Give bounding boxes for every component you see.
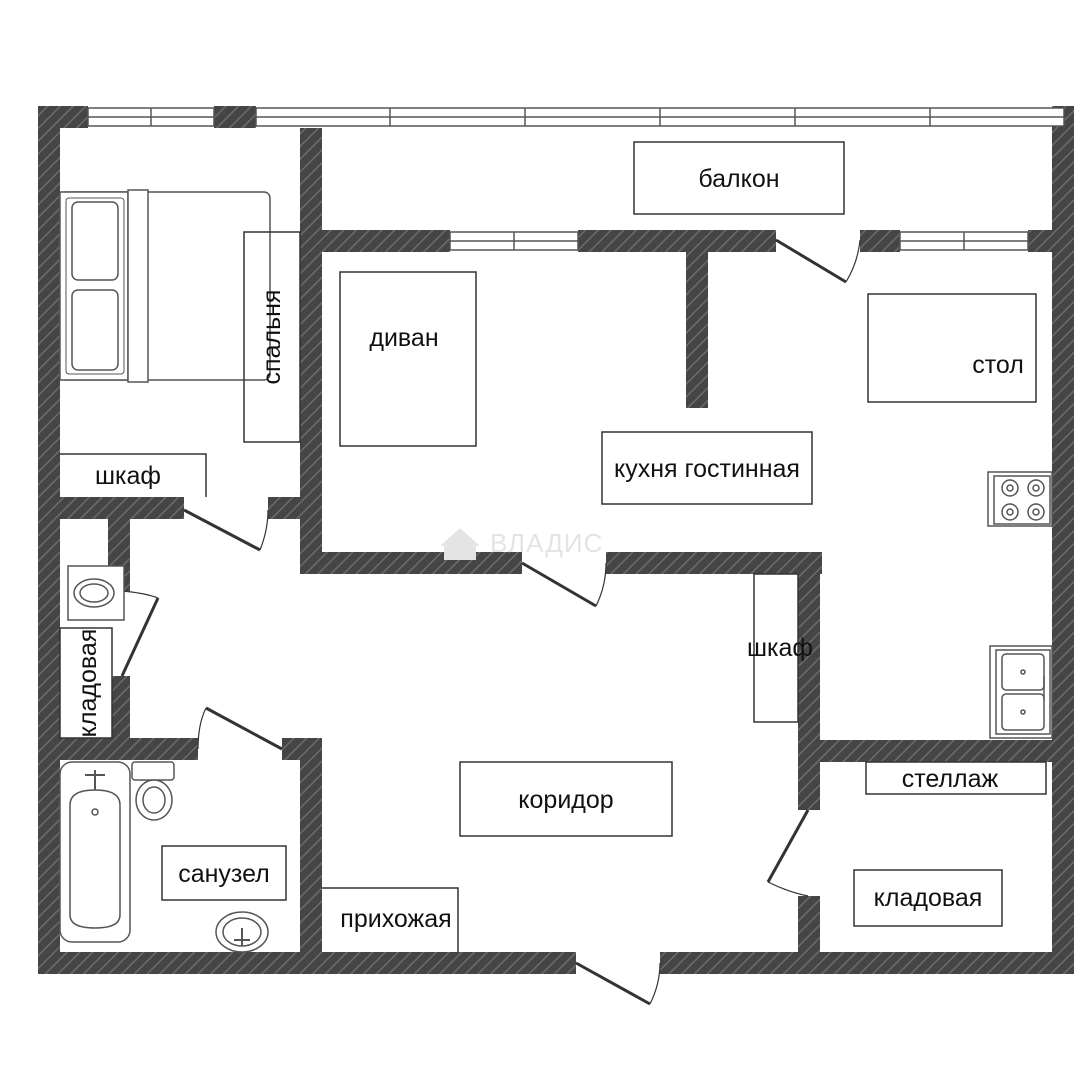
wall-partition-stub: [686, 252, 708, 408]
bedroom-box: [243, 231, 301, 443]
table-label: стол: [972, 351, 1024, 379]
balcony-label: балкон: [698, 165, 779, 193]
hallway-box: [322, 887, 459, 952]
window-icon: [899, 231, 1029, 251]
walls: [38, 106, 1074, 974]
wall-top-mid: [214, 106, 256, 128]
hallway-label: прихожая: [340, 905, 451, 933]
wall-living-top-2: [578, 230, 776, 252]
pantry-left-label: кладовая: [74, 629, 102, 738]
wall-living-bottom-2: [606, 552, 822, 574]
kitchen-sink-icon: [989, 645, 1053, 739]
wall-left: [38, 106, 60, 974]
wall-right-balcony: [1052, 106, 1074, 252]
window-icon: [255, 107, 1065, 127]
wall-bedroom-right: [300, 128, 322, 492]
balcony-box: [633, 141, 845, 215]
toilet-icon: [67, 565, 125, 621]
wardrobe-corridor-box: [753, 573, 799, 723]
wall-pantry-right-top: [820, 740, 1052, 762]
sofa-label: диван: [369, 324, 438, 352]
label-boxes: [59, 141, 1047, 952]
bedroom-label: спальня: [258, 290, 286, 385]
bathtub-icon: [59, 761, 131, 943]
sofa-box: [339, 271, 477, 447]
rack-label: стеллаж: [902, 765, 999, 793]
door-swing-icon: [575, 961, 661, 1006]
wall-bottom-right: [660, 952, 1074, 974]
pantry-left-box: [59, 627, 113, 739]
corridor-box: [459, 761, 673, 837]
pantry-right-label: кладовая: [874, 884, 983, 912]
door-swing-icon: [120, 590, 160, 677]
wall-bathroom-top-1: [60, 738, 198, 760]
watermark: ВЛАДИС: [440, 528, 603, 560]
wall-bathroom-right: [300, 738, 322, 974]
door-swing-icon: [197, 706, 283, 751]
doors: [120, 238, 861, 1006]
kitchen-living-box: [601, 431, 813, 505]
wall-right: [1052, 230, 1074, 974]
bathroom-label: санузел: [178, 860, 270, 888]
room-labels: балкон спальня диван стол кухня гостинна…: [74, 165, 1024, 933]
wardrobe-bedroom-label: шкаф: [95, 462, 161, 490]
door-swing-icon: [766, 809, 810, 897]
windows: [87, 107, 1065, 251]
bathroom-box: [161, 845, 287, 901]
wall-pantry-left-right-lower: [112, 676, 130, 740]
door-swing-icon: [183, 508, 269, 552]
wardrobe-corridor-label: шкаф: [747, 634, 813, 662]
window-icon: [449, 231, 579, 251]
toilet-icon: [131, 761, 175, 821]
door-swing-icon: [775, 238, 861, 284]
kitchen-living-label: кухня гостинная: [614, 455, 800, 483]
window-icon: [87, 107, 215, 127]
door-swing-icon: [521, 561, 607, 608]
wall-pantry-right-lower: [798, 896, 820, 974]
wardrobe-bedroom-box: [60, 453, 207, 497]
corridor-label: коридор: [518, 786, 613, 814]
wall-wardrobe-right: [798, 552, 820, 810]
bed-icon: [59, 189, 271, 383]
wall-living-bottom-1: [300, 552, 522, 574]
wall-living-top-4: [1028, 230, 1052, 252]
watermark-text: ВЛАДИС: [490, 528, 603, 558]
wall-bedroom-bottom-1: [60, 497, 184, 519]
table-box: [867, 293, 1037, 403]
house-logo-icon: [440, 528, 480, 560]
wall-living-top-1: [322, 230, 450, 252]
stove-icon: [987, 471, 1053, 527]
pantry-right-box: [853, 869, 1003, 927]
wall-living-top-3: [860, 230, 900, 252]
rack-box: [865, 761, 1047, 795]
washbasin-icon: [215, 911, 269, 953]
